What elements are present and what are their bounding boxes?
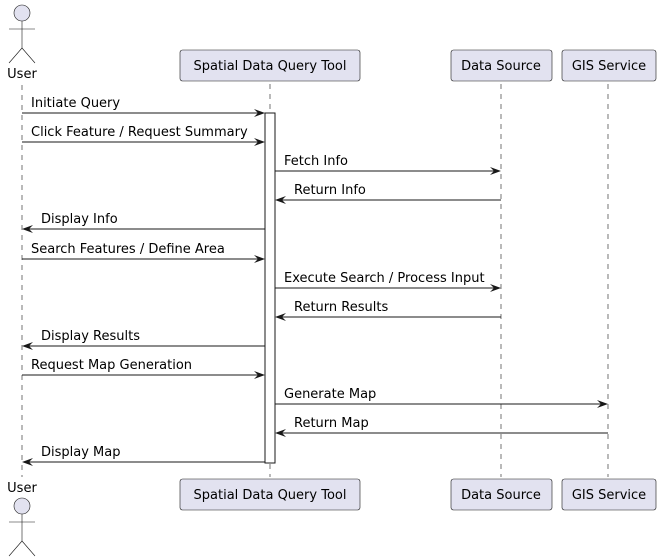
participant-tool-top: Spatial Data Query Tool bbox=[179, 49, 361, 82]
participant-gis-top-label: GIS Service bbox=[572, 59, 646, 74]
actor-user-bottom-icon bbox=[8, 497, 36, 557]
message-arrowhead-icon bbox=[275, 429, 286, 437]
message-label: Generate Map bbox=[284, 387, 376, 402]
message-arrowhead-icon bbox=[490, 284, 501, 292]
message-label: Display Info bbox=[41, 212, 118, 227]
message-label: Execute Search / Process Input bbox=[284, 271, 485, 286]
message-arrowhead-icon bbox=[254, 138, 265, 146]
participant-source-bottom: Data Source bbox=[450, 478, 553, 511]
message-arrowhead-icon bbox=[490, 167, 501, 175]
message-label: Initiate Query bbox=[31, 96, 120, 111]
actor-user-top-label: User bbox=[7, 67, 37, 82]
message-arrowhead-icon bbox=[254, 371, 265, 379]
message-arrowhead-icon bbox=[254, 255, 265, 263]
participant-source-top-label: Data Source bbox=[461, 59, 541, 74]
participant-tool-bottom: Spatial Data Query Tool bbox=[179, 478, 361, 511]
actor-user-top-icon bbox=[8, 4, 36, 64]
participant-source-bottom-label: Data Source bbox=[461, 488, 541, 503]
message-arrowhead-icon bbox=[22, 225, 33, 233]
message-label: Return Results bbox=[294, 300, 388, 315]
message-label: Display Map bbox=[41, 445, 121, 460]
message-label: Search Features / Define Area bbox=[31, 242, 225, 257]
participant-tool-bottom-label: Spatial Data Query Tool bbox=[194, 488, 347, 503]
message-arrowhead-icon bbox=[275, 196, 286, 204]
participant-tool-top-label: Spatial Data Query Tool bbox=[194, 59, 347, 74]
message-label: Display Results bbox=[41, 329, 140, 344]
message-label: Return Info bbox=[294, 183, 366, 198]
participant-gis-bottom: GIS Service bbox=[561, 478, 657, 511]
message-arrowhead-icon bbox=[597, 400, 608, 408]
activation-bar-tool bbox=[264, 112, 276, 464]
message-arrowhead-icon bbox=[22, 342, 33, 350]
message-arrowhead-icon bbox=[254, 109, 265, 117]
message-arrowhead-icon bbox=[22, 458, 33, 466]
message-arrowhead-icon bbox=[275, 313, 286, 321]
participant-gis-top: GIS Service bbox=[561, 49, 657, 82]
actor-user-bottom-label: User bbox=[7, 481, 37, 496]
message-label: Click Feature / Request Summary bbox=[31, 125, 248, 140]
participant-gis-bottom-label: GIS Service bbox=[572, 488, 646, 503]
message-label: Return Map bbox=[294, 416, 369, 431]
participant-source-top: Data Source bbox=[450, 49, 553, 82]
message-label: Request Map Generation bbox=[31, 358, 192, 373]
message-label: Fetch Info bbox=[284, 154, 348, 169]
